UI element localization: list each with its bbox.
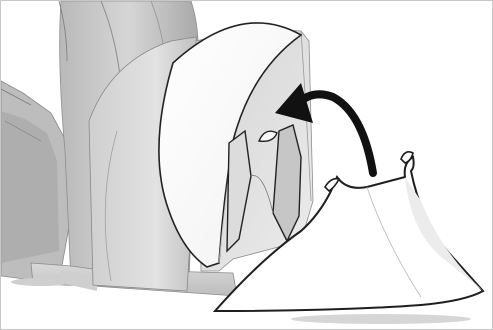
left-folded-wing bbox=[1, 80, 72, 282]
curved-arrow-left-icon bbox=[275, 83, 377, 177]
floor-shadow bbox=[11, 278, 471, 324]
front-triangular-flap bbox=[212, 151, 485, 313]
slot-hole-icon bbox=[257, 130, 278, 143]
inner-tabs bbox=[226, 124, 302, 253]
